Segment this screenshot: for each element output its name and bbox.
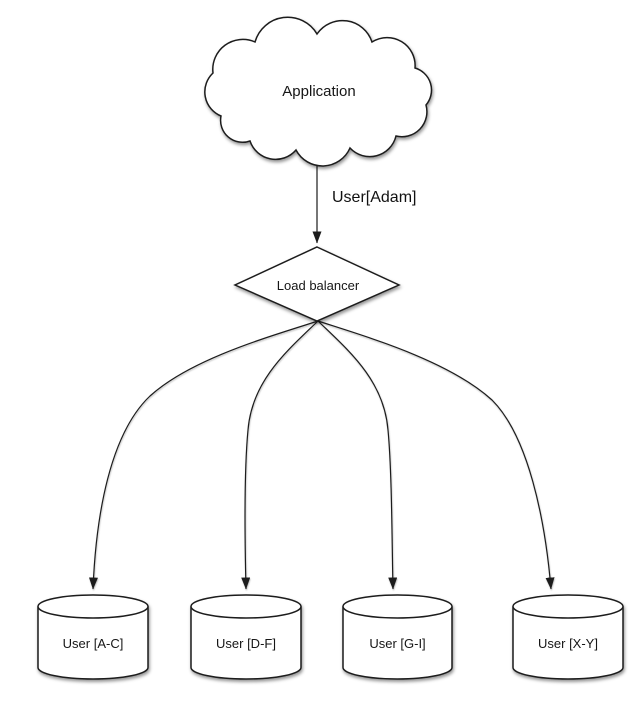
cylinder-top <box>37 594 149 619</box>
diamond-shape <box>233 246 401 322</box>
shard-node-3: User [G-I] <box>342 594 453 680</box>
load-balancer-node: Load balancer <box>233 246 401 322</box>
edge-loadbalancer-to-shard-1 <box>88 320 319 590</box>
shard-3-label: User [G-I] <box>369 636 425 651</box>
cloud-shape <box>204 16 433 167</box>
request-edge-label: User[Adam] <box>332 189 416 206</box>
application-label: Application <box>282 83 355 100</box>
cylinder-top <box>512 594 624 619</box>
edge-loadbalancer-to-shard-4 <box>317 320 555 590</box>
shard-node-2: User [D-F] <box>190 594 302 680</box>
shard-1-label: User [A-C] <box>63 636 124 651</box>
shard-node-1: User [A-C] <box>37 594 149 680</box>
edge-loadbalancer-to-shard-3 <box>317 320 398 590</box>
load-balancer-label: Load balancer <box>277 278 360 293</box>
shard-4-label: User [X-Y] <box>538 636 598 651</box>
edges-loadbalancer-to-shards <box>88 320 555 590</box>
cylinder-top <box>190 594 302 619</box>
cylinder-body <box>342 606 453 680</box>
cylinder-body <box>190 606 302 680</box>
cylinder-body <box>512 606 624 680</box>
application-node: Application <box>204 16 433 167</box>
cylinder-body <box>37 606 149 680</box>
cylinder-top <box>342 594 453 619</box>
edge-loadbalancer-to-shard-2 <box>241 320 319 590</box>
shard-node-4: User [X-Y] <box>512 594 624 680</box>
edge-application-to-loadbalancer: User[Adam] <box>312 154 416 244</box>
shard-2-label: User [D-F] <box>216 636 276 651</box>
